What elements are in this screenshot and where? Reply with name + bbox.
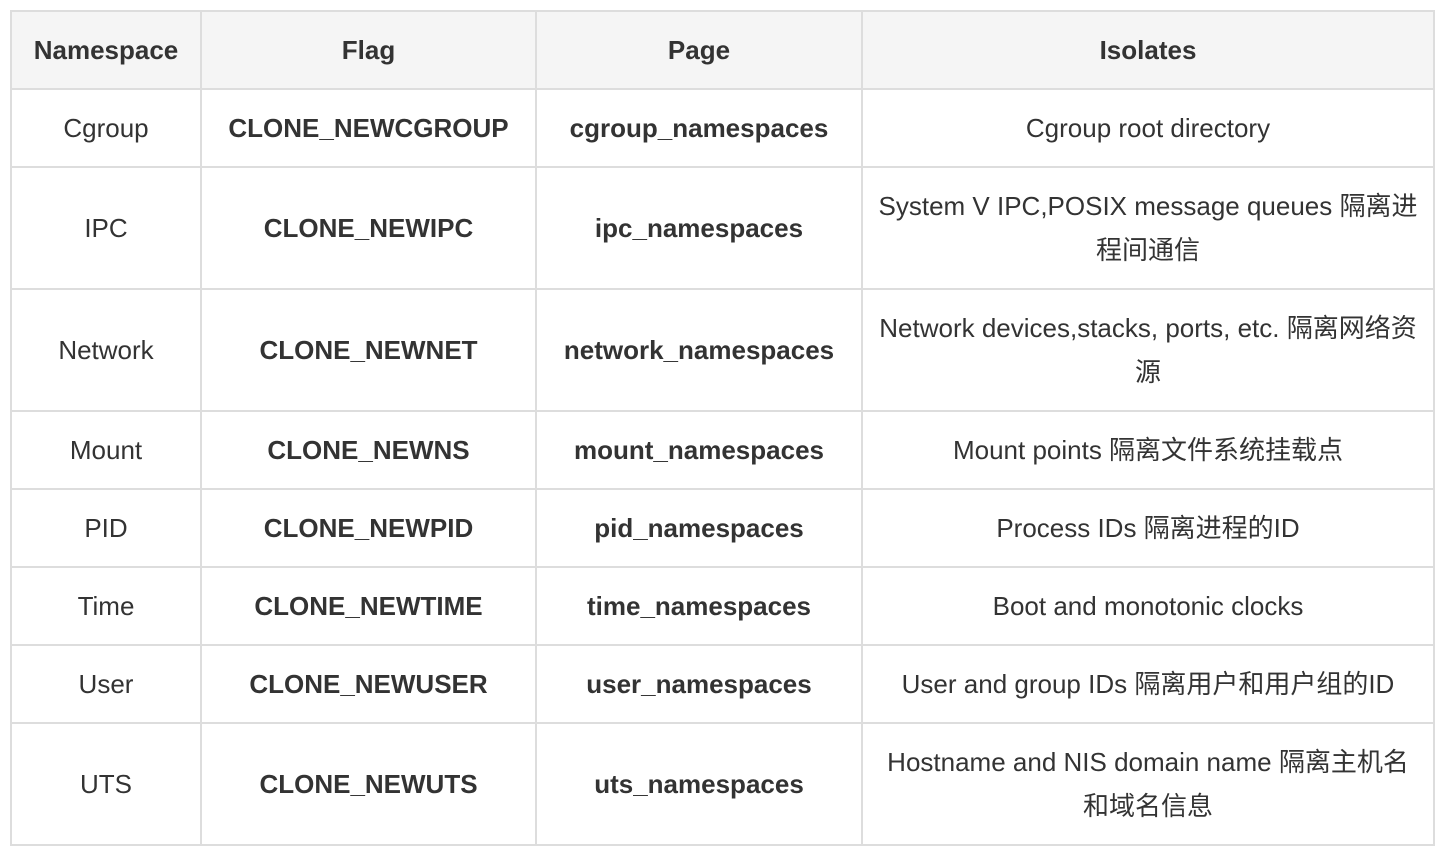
header-flag: Flag xyxy=(200,10,537,90)
cell-namespace: IPC xyxy=(10,166,202,290)
header-page: Page xyxy=(535,10,863,90)
table-row: Network CLONE_NEWNET network_namespaces … xyxy=(10,288,1435,412)
cell-flag: CLONE_NEWCGROUP xyxy=(200,88,537,168)
cell-page: cgroup_namespaces xyxy=(535,88,863,168)
table-row: User CLONE_NEWUSER user_namespaces User … xyxy=(10,644,1435,724)
cell-flag: CLONE_NEWNS xyxy=(200,410,537,490)
cell-isolates: Boot and monotonic clocks xyxy=(861,566,1435,646)
cell-flag: CLONE_NEWPID xyxy=(200,488,537,568)
table-header-row: Namespace Flag Page Isolates xyxy=(10,10,1435,90)
cell-namespace: Network xyxy=(10,288,202,412)
cell-isolates: User and group IDs 隔离用户和用户组的ID xyxy=(861,644,1435,724)
cell-flag: CLONE_NEWUTS xyxy=(200,722,537,846)
cell-page: ipc_namespaces xyxy=(535,166,863,290)
cell-namespace: User xyxy=(10,644,202,724)
header-isolates: Isolates xyxy=(861,10,1435,90)
header-namespace: Namespace xyxy=(10,10,202,90)
table-row: Time CLONE_NEWTIME time_namespaces Boot … xyxy=(10,566,1435,646)
table-row: Mount CLONE_NEWNS mount_namespaces Mount… xyxy=(10,410,1435,490)
namespaces-table-container: Namespace Flag Page Isolates Cgroup CLON… xyxy=(10,10,1435,846)
cell-isolates: System V IPC,POSIX message queues 隔离进程间通… xyxy=(861,166,1435,290)
table-row: UTS CLONE_NEWUTS uts_namespaces Hostname… xyxy=(10,722,1435,846)
cell-isolates: Hostname and NIS domain name 隔离主机名和域名信息 xyxy=(861,722,1435,846)
namespaces-table: Namespace Flag Page Isolates Cgroup CLON… xyxy=(10,10,1435,846)
cell-page: uts_namespaces xyxy=(535,722,863,846)
cell-isolates: Process IDs 隔离进程的ID xyxy=(861,488,1435,568)
cell-flag: CLONE_NEWTIME xyxy=(200,566,537,646)
cell-namespace: Mount xyxy=(10,410,202,490)
cell-flag: CLONE_NEWNET xyxy=(200,288,537,412)
cell-flag: CLONE_NEWUSER xyxy=(200,644,537,724)
cell-namespace: UTS xyxy=(10,722,202,846)
cell-namespace: Time xyxy=(10,566,202,646)
cell-namespace: PID xyxy=(10,488,202,568)
cell-page: network_namespaces xyxy=(535,288,863,412)
cell-namespace: Cgroup xyxy=(10,88,202,168)
cell-page: pid_namespaces xyxy=(535,488,863,568)
cell-page: mount_namespaces xyxy=(535,410,863,490)
cell-isolates: Network devices,stacks, ports, etc. 隔离网络… xyxy=(861,288,1435,412)
table-row: Cgroup CLONE_NEWCGROUP cgroup_namespaces… xyxy=(10,88,1435,168)
cell-flag: CLONE_NEWIPC xyxy=(200,166,537,290)
cell-isolates: Mount points 隔离文件系统挂载点 xyxy=(861,410,1435,490)
cell-isolates: Cgroup root directory xyxy=(861,88,1435,168)
table-row: PID CLONE_NEWPID pid_namespaces Process … xyxy=(10,488,1435,568)
cell-page: time_namespaces xyxy=(535,566,863,646)
table-row: IPC CLONE_NEWIPC ipc_namespaces System V… xyxy=(10,166,1435,290)
cell-page: user_namespaces xyxy=(535,644,863,724)
